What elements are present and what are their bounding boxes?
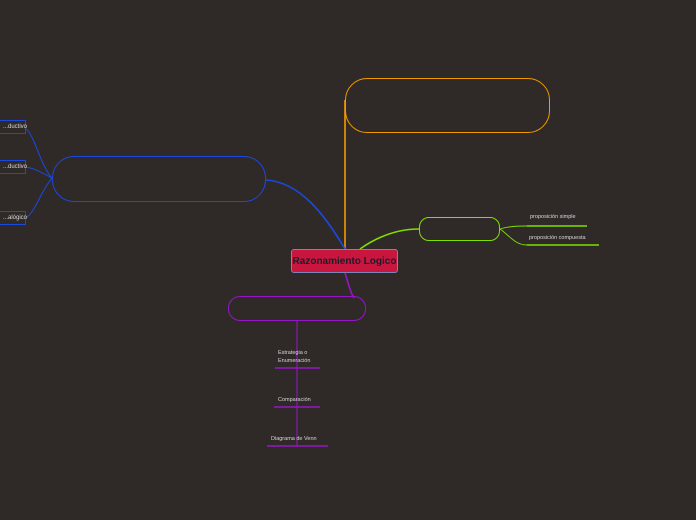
blue-leaf-2[interactable]: ...ductivo <box>0 160 28 174</box>
link-green-leaf-2 <box>499 228 528 246</box>
blue-leaf-3[interactable]: ...alógico <box>0 211 28 225</box>
green-leaf-1[interactable]: proposición simple <box>530 213 576 221</box>
green-branch-node[interactable] <box>419 217 500 241</box>
blue-leaf-2-label: ...ductivo <box>3 164 28 170</box>
purple-leaf-2[interactable]: Comparación <box>278 396 311 404</box>
link-blue-leaf-2 <box>24 166 53 179</box>
link-green-leaf-1 <box>499 225 528 230</box>
purple-branch-node[interactable] <box>228 296 366 321</box>
blue-branch-node[interactable] <box>52 156 266 202</box>
link-blue-leaf-1 <box>24 127 53 179</box>
link-central-blue <box>265 179 346 250</box>
orange-branch-text <box>438 104 458 108</box>
purple-leaf-1-line-1: Estrategia o <box>278 350 308 356</box>
purple-branch-label <box>287 307 307 311</box>
purple-leaf-1[interactable]: Estrategia o Enumeración <box>278 349 310 365</box>
green-branch-label <box>450 227 470 231</box>
blue-branch-text <box>149 177 169 181</box>
link-blue-leaf-3 <box>24 177 53 219</box>
blue-leaf-1-label: ...ductivo <box>3 124 28 130</box>
purple-leaf-2-label: Comparación <box>278 397 311 403</box>
central-topic[interactable]: Razonamiento Logico <box>291 249 398 273</box>
green-leaf-2[interactable]: proposición compuesta <box>529 234 586 242</box>
green-leaf-1-label: proposición simple <box>530 214 576 220</box>
green-leaf-2-label: proposición compuesta <box>529 235 586 241</box>
blue-leaf-1[interactable]: ...ductivo <box>0 120 28 134</box>
purple-leaf-3-label: Diagrama de Venn <box>271 436 317 442</box>
link-central-green <box>359 228 420 250</box>
link-central-purple <box>344 272 355 299</box>
purple-leaf-1-line-2: Enumeración <box>278 358 311 364</box>
purple-leaf-3[interactable]: Diagrama de Venn <box>271 435 317 443</box>
orange-branch-node[interactable] <box>345 78 550 133</box>
blue-leaf-3-label: ...alógico <box>3 215 28 221</box>
central-topic-label: Razonamiento Logico <box>292 255 397 267</box>
